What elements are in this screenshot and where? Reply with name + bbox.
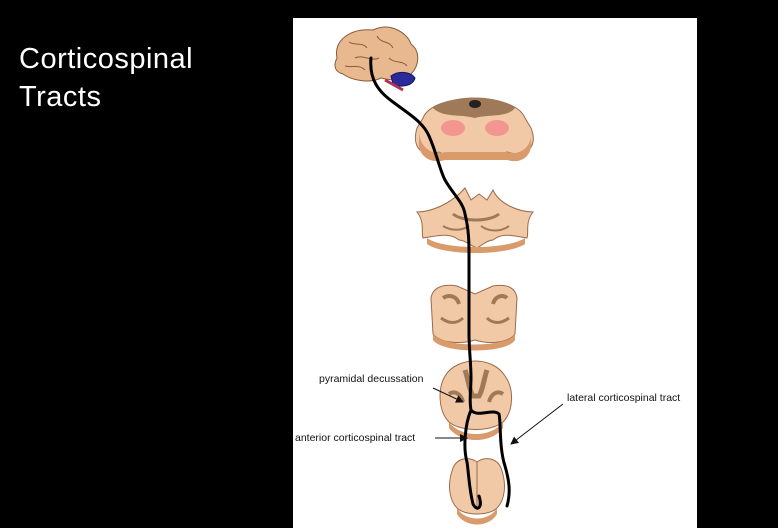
slide-title: Corticospinal Tracts [19, 40, 193, 116]
corticospinal-diagram: pyramidal decussation lateral corticospi… [295, 26, 680, 525]
pons-section [415, 187, 535, 253]
label-lateral-tract: lateral corticospinal tract [567, 392, 680, 404]
brain-illustration [334, 26, 419, 92]
spinal-cord-section [449, 458, 505, 525]
upper-medulla-section [430, 284, 518, 351]
arrow-lateral-tract [510, 403, 564, 445]
diagram-panel: pyramidal decussation lateral corticospi… [293, 18, 697, 528]
title-line-1: Corticospinal [19, 43, 194, 75]
title-line-2: Tracts [19, 81, 102, 113]
label-pyramidal-decussation: pyramidal decussation [319, 373, 424, 385]
arrow-pyramidal-decussation [432, 387, 464, 403]
midbrain-section [415, 97, 534, 162]
label-anterior-tract: anterior corticospinal tract [295, 432, 415, 444]
